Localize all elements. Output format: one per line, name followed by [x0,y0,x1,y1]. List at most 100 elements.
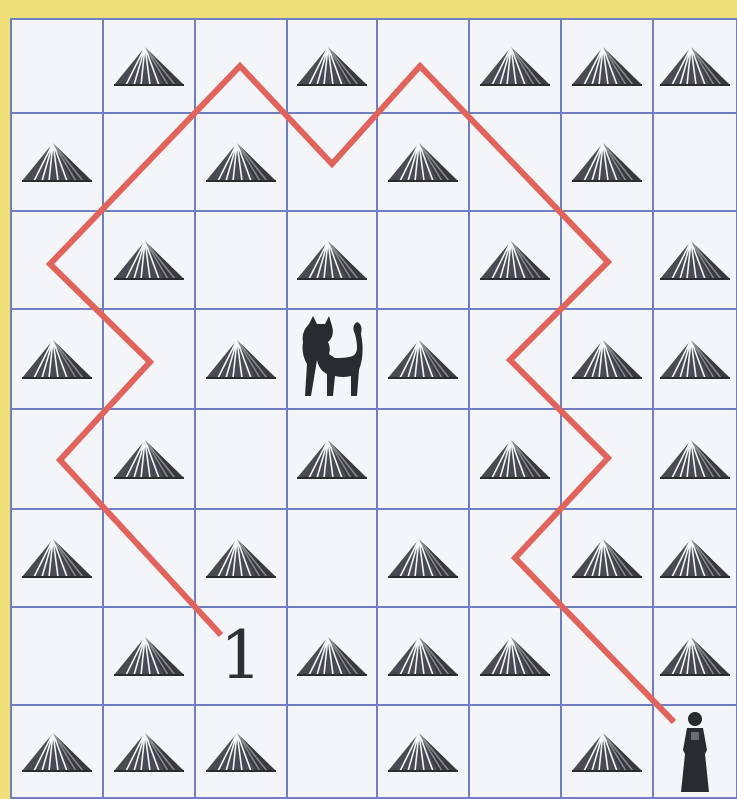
board-cell[interactable] [470,410,562,510]
board-cell[interactable] [104,608,196,706]
board-cell[interactable] [378,310,470,410]
person-icon [673,710,717,794]
mountain-icon [204,729,278,775]
board-cell[interactable] [378,212,470,310]
board-cell[interactable] [10,212,104,310]
mountain-icon [478,43,552,89]
board-cell[interactable]: 1 [196,608,288,706]
board-cell[interactable] [288,706,378,799]
board-cell[interactable] [654,114,737,212]
board-cell[interactable] [378,114,470,212]
board-cell[interactable] [288,410,378,510]
board-cell[interactable] [562,410,654,510]
board-cell[interactable] [104,410,196,510]
mountain-icon [570,43,644,89]
board-cell[interactable] [470,310,562,410]
mountain-icon [112,729,186,775]
board-cell[interactable] [196,410,288,510]
board-cell[interactable] [104,510,196,608]
board-cell[interactable] [654,706,737,799]
mountain-icon [295,436,369,482]
board-cell[interactable] [10,18,104,114]
mountain-icon [478,436,552,482]
mountain-icon [112,633,186,679]
board-cell[interactable] [196,212,288,310]
board-cell[interactable] [10,608,104,706]
mountain-icon [658,633,732,679]
mountain-icon [295,43,369,89]
board-cell[interactable] [378,510,470,608]
board-cell[interactable] [470,608,562,706]
board-cell[interactable] [288,212,378,310]
start-number-label: 1 [220,623,262,689]
board-cell[interactable] [288,608,378,706]
board-cell[interactable] [104,114,196,212]
board-cell[interactable] [378,706,470,799]
board-cell[interactable] [378,410,470,510]
board-cell[interactable] [288,510,378,608]
mountain-icon [658,43,732,89]
board-cell[interactable] [196,510,288,608]
board-cell[interactable] [470,212,562,310]
board-cell[interactable] [196,114,288,212]
mountain-icon [386,535,460,581]
board-cell[interactable] [654,608,737,706]
board-cell[interactable] [654,310,737,410]
board-cell[interactable] [470,114,562,212]
mountain-icon [112,43,186,89]
board-cell[interactable] [196,310,288,410]
board-cell[interactable] [196,706,288,799]
board-cell[interactable] [288,18,378,114]
board-cell[interactable] [10,310,104,410]
board-cell[interactable] [654,18,737,114]
mountain-icon [570,535,644,581]
board-cell[interactable] [562,706,654,799]
mountain-icon [295,237,369,283]
game-board: 1 [10,18,737,799]
board-cell[interactable] [654,510,737,608]
board-cell[interactable] [562,510,654,608]
board-cell[interactable] [378,18,470,114]
mountain-icon [658,336,732,382]
mountain-icon [570,139,644,185]
board-cell[interactable] [10,410,104,510]
board-cell[interactable] [562,114,654,212]
cat-icon [295,314,369,404]
board-cell[interactable] [470,510,562,608]
board-cell[interactable] [562,608,654,706]
mountain-icon [570,729,644,775]
board-cell[interactable] [562,18,654,114]
board-cell[interactable] [470,18,562,114]
board-cell[interactable] [288,114,378,212]
board-cell[interactable] [288,310,378,410]
board-cell[interactable] [654,212,737,310]
board-cell[interactable] [104,310,196,410]
mountain-icon [386,633,460,679]
board-cell[interactable] [104,18,196,114]
board-cell[interactable] [654,410,737,510]
mountain-icon [20,139,94,185]
board-cell[interactable] [10,510,104,608]
mountain-icon [20,729,94,775]
board-cell[interactable] [562,310,654,410]
mountain-icon [204,336,278,382]
mountain-icon [570,336,644,382]
board-cell[interactable] [378,608,470,706]
mountain-icon [112,237,186,283]
board-cell[interactable] [104,706,196,799]
board-cell[interactable] [562,212,654,310]
mountain-icon [295,633,369,679]
mountain-icon [386,729,460,775]
mountain-icon [658,436,732,482]
mountain-icon [658,535,732,581]
mountain-icon [658,237,732,283]
board-cell[interactable] [10,706,104,799]
board-cell[interactable] [10,114,104,212]
mountain-icon [204,535,278,581]
board-cell[interactable] [470,706,562,799]
mountain-icon [20,535,94,581]
board-cell[interactable] [104,212,196,310]
mountain-icon [112,436,186,482]
board-cell[interactable] [196,18,288,114]
mountain-icon [204,139,278,185]
